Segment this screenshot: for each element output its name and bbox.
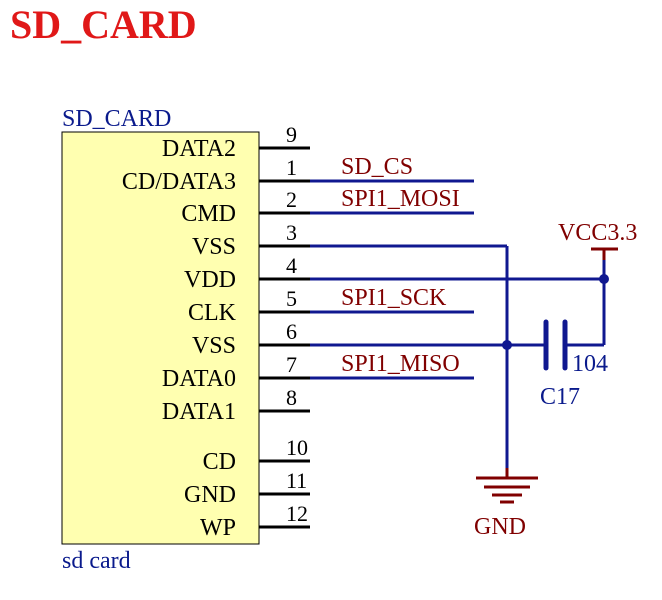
pin-name: CMD (181, 201, 236, 227)
junction-vss-gnd (502, 340, 512, 350)
pin-name: DATA0 (162, 366, 236, 392)
pin-name: CD/DATA3 (122, 169, 236, 195)
pin-number: 5 (286, 286, 297, 311)
pin-number: 2 (286, 187, 297, 212)
net-label-spi1-mosi: SPI1_MOSI (341, 186, 460, 212)
pin-number: 9 (286, 122, 297, 147)
pin-number: 8 (286, 385, 297, 410)
pin-list: DATA29CD/DATA31CMD2VSS3VDD4CLK5VSS6DATA0… (122, 122, 310, 541)
capacitor-value: 104 (572, 351, 608, 377)
gnd-symbol (476, 468, 538, 504)
pin-number: 11 (286, 468, 307, 493)
pin-name: WP (200, 515, 236, 541)
pin-name: VSS (192, 333, 236, 359)
net-label-spi1-miso: SPI1_MISO (341, 351, 460, 377)
net-label-sd-cs: SD_CS (341, 154, 413, 180)
sd-card-component-body (61, 131, 260, 545)
component-designator: SD_CARD (62, 106, 171, 132)
gnd-label: GND (474, 514, 526, 540)
pin-number: 4 (286, 253, 297, 278)
pin-number: 3 (286, 220, 297, 245)
junction-vdd-vcc (599, 274, 609, 284)
schematic-title: SD_CARD (10, 2, 197, 47)
net-label-spi1-sck: SPI1_SCK (341, 285, 447, 311)
pin-number: 12 (286, 501, 308, 526)
vcc-label: VCC3.3 (558, 220, 637, 246)
pin-name: DATA2 (162, 136, 236, 162)
pin-name: CLK (188, 300, 237, 326)
pin-number: 6 (286, 319, 297, 344)
pin-name: VSS (192, 234, 236, 260)
pin-number: 10 (286, 435, 308, 460)
pin-name: CD (203, 449, 236, 475)
pin-name: DATA1 (162, 399, 236, 425)
net-labels: SD_CS SPI1_MOSI SPI1_SCK SPI1_MISO (341, 154, 460, 377)
capacitor-c17 (543, 319, 568, 371)
component-comment: sd card (62, 548, 131, 574)
pin-name: VDD (184, 267, 236, 293)
pin-name: GND (184, 482, 236, 508)
pin-number: 1 (286, 155, 297, 180)
pin-number: 7 (286, 352, 297, 377)
capacitor-designator: C17 (540, 384, 580, 410)
